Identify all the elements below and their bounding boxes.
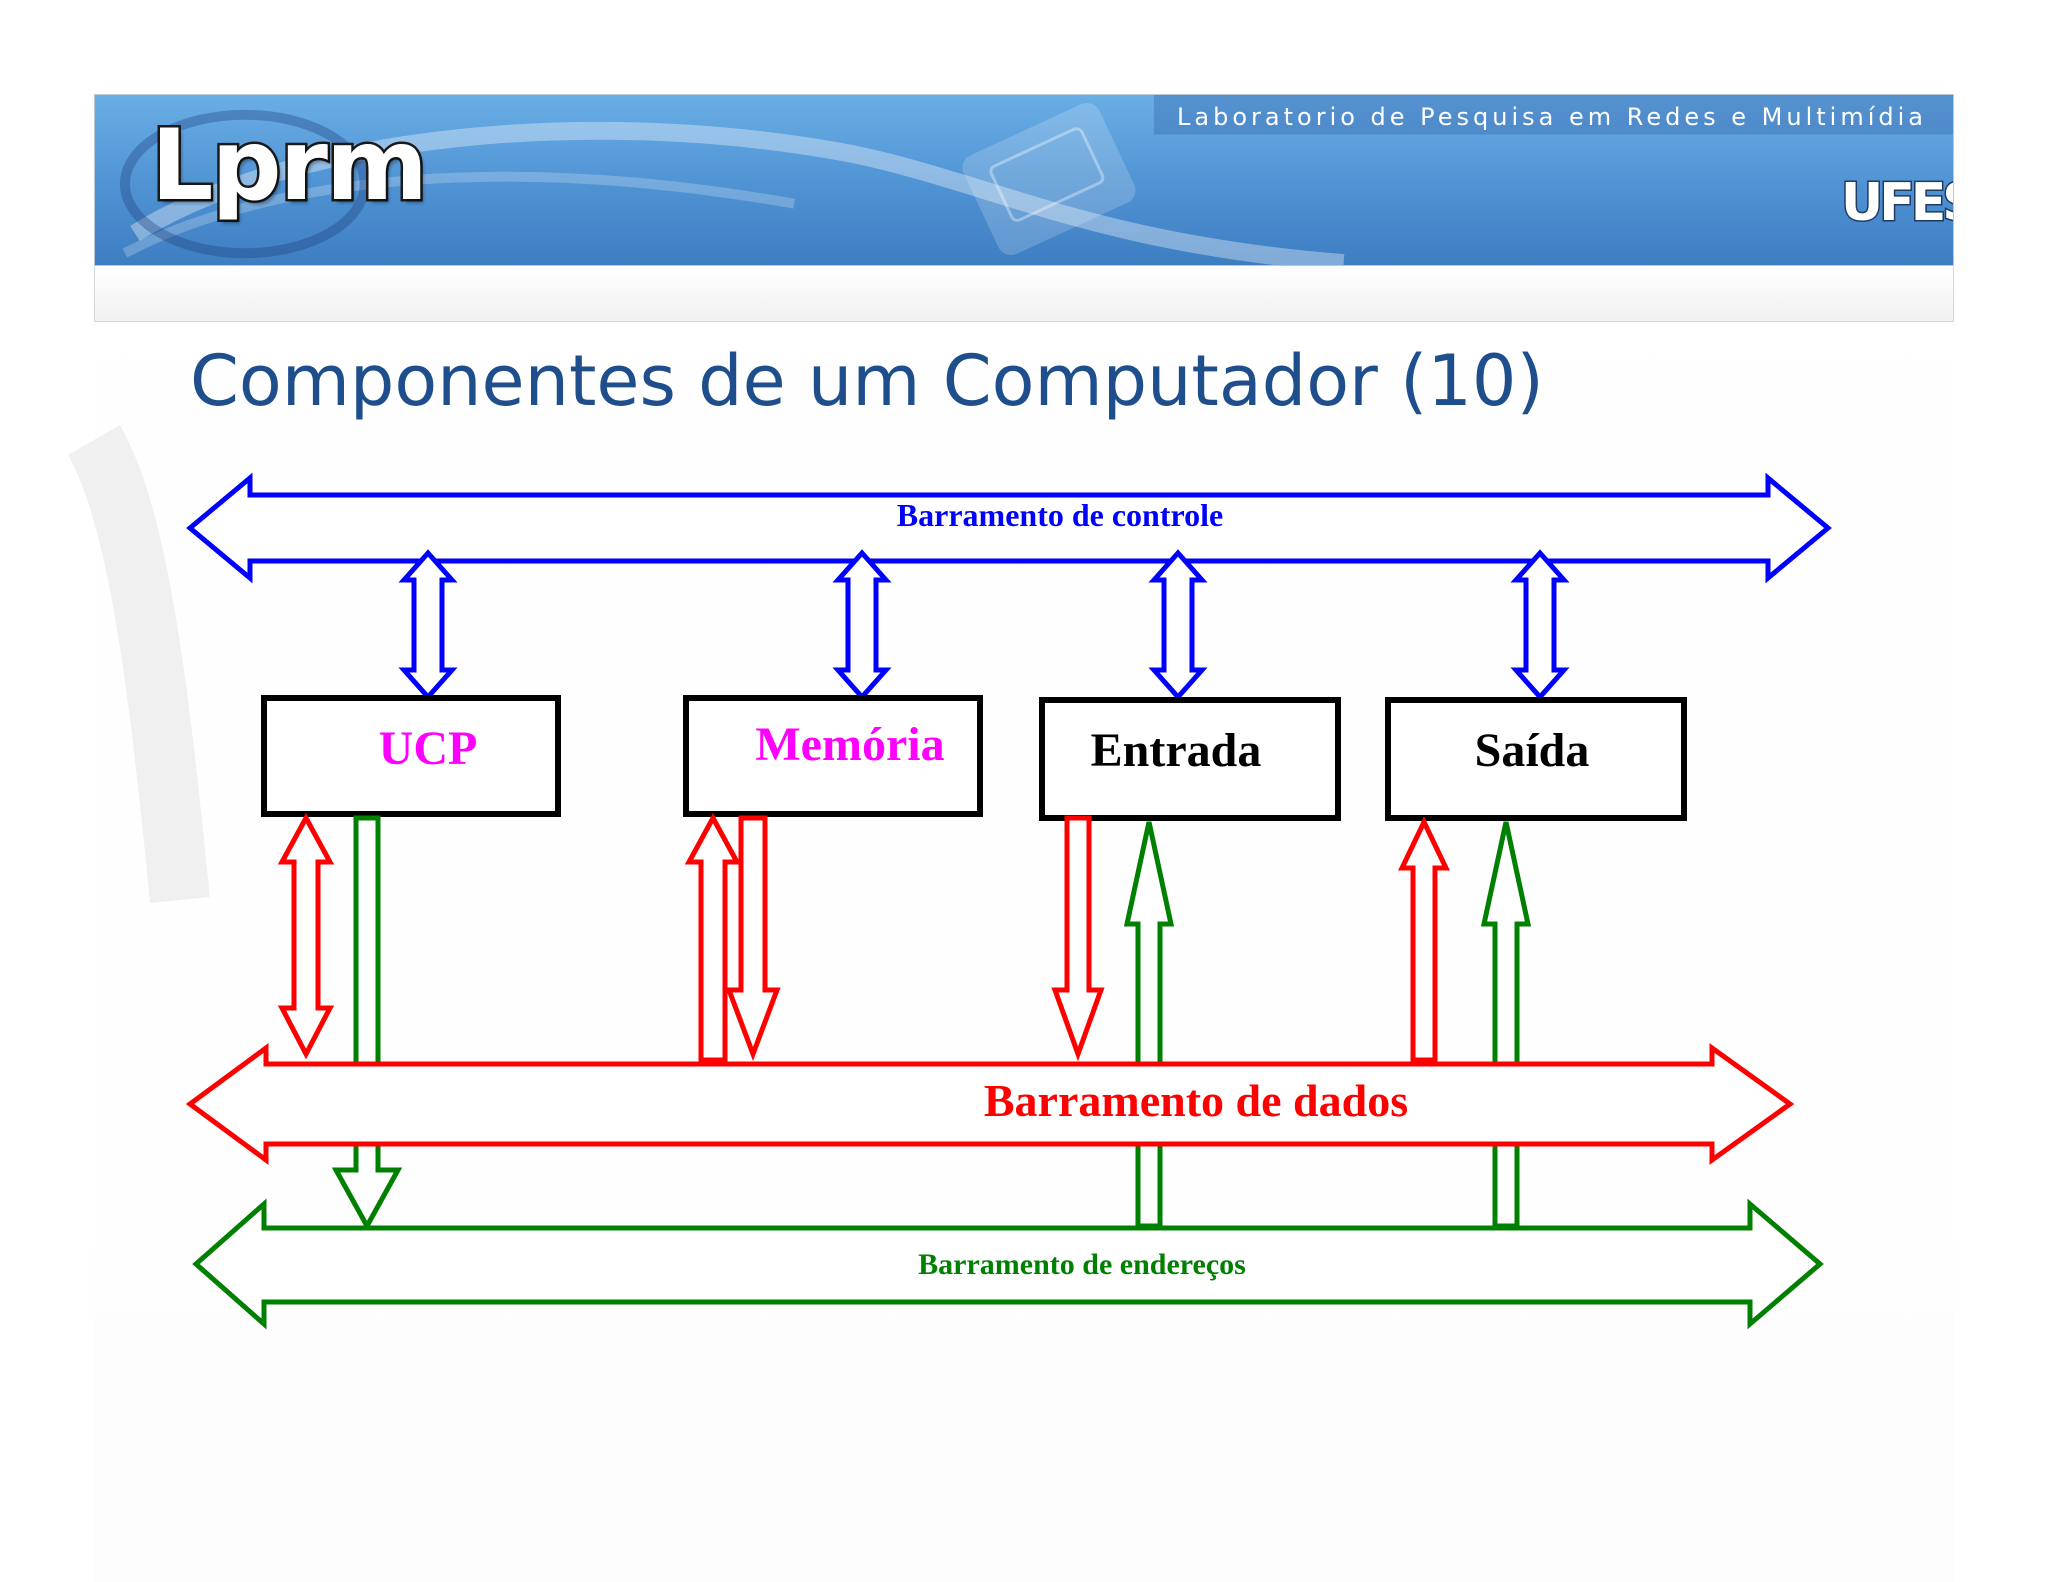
ucp-control-connector (398, 549, 458, 701)
background-swirl (67, 425, 210, 903)
data-bus-arrow (185, 1043, 1795, 1165)
memoria-data-up-connector (684, 812, 742, 1063)
data-bus-label: Barramento de dados (984, 1075, 1408, 1126)
address-bus-label: Barramento de endereços (918, 1248, 1246, 1281)
lprm-logo: Lprm (148, 109, 430, 223)
entrada-control-connector (1148, 549, 1208, 701)
memoria-data-down-connector (725, 815, 781, 1062)
slide-title: Componentes de um Computador (10) (190, 340, 1544, 422)
saida-data-connector (1398, 816, 1450, 1063)
entrada-data-connector (1051, 815, 1105, 1062)
ucp-box: UCP (261, 695, 561, 817)
header-strip (94, 266, 1954, 322)
control-bus-arrow (186, 472, 1832, 584)
ucp-data-connector (277, 812, 335, 1060)
banner-swoosh-graphic (119, 95, 1953, 265)
lab-name: Laboratorio de Pesquisa em Redes e Multi… (1177, 103, 1927, 131)
entrada-box: Entrada (1039, 697, 1341, 821)
saida-box: Saída (1385, 697, 1687, 821)
memoria-box: Memória (683, 695, 983, 817)
ucp-address-connector (331, 815, 403, 1232)
entrada-label: Entrada (1091, 724, 1262, 777)
memoria-control-connector (832, 549, 892, 701)
saida-label: Saída (1475, 724, 1590, 777)
slide-background (94, 94, 1954, 1582)
saida-control-connector (1510, 549, 1570, 701)
address-bus-arrow (192, 1198, 1824, 1330)
saida-address-connector (1480, 821, 1532, 1229)
ucp-label: UCP (379, 722, 478, 775)
control-bus-label: Barramento de controle (897, 497, 1223, 533)
memoria-label: Memória (755, 718, 944, 771)
entrada-address-connector (1123, 821, 1175, 1229)
header-banner: Laboratorio de Pesquisa em Redes e Multi… (94, 94, 1954, 266)
